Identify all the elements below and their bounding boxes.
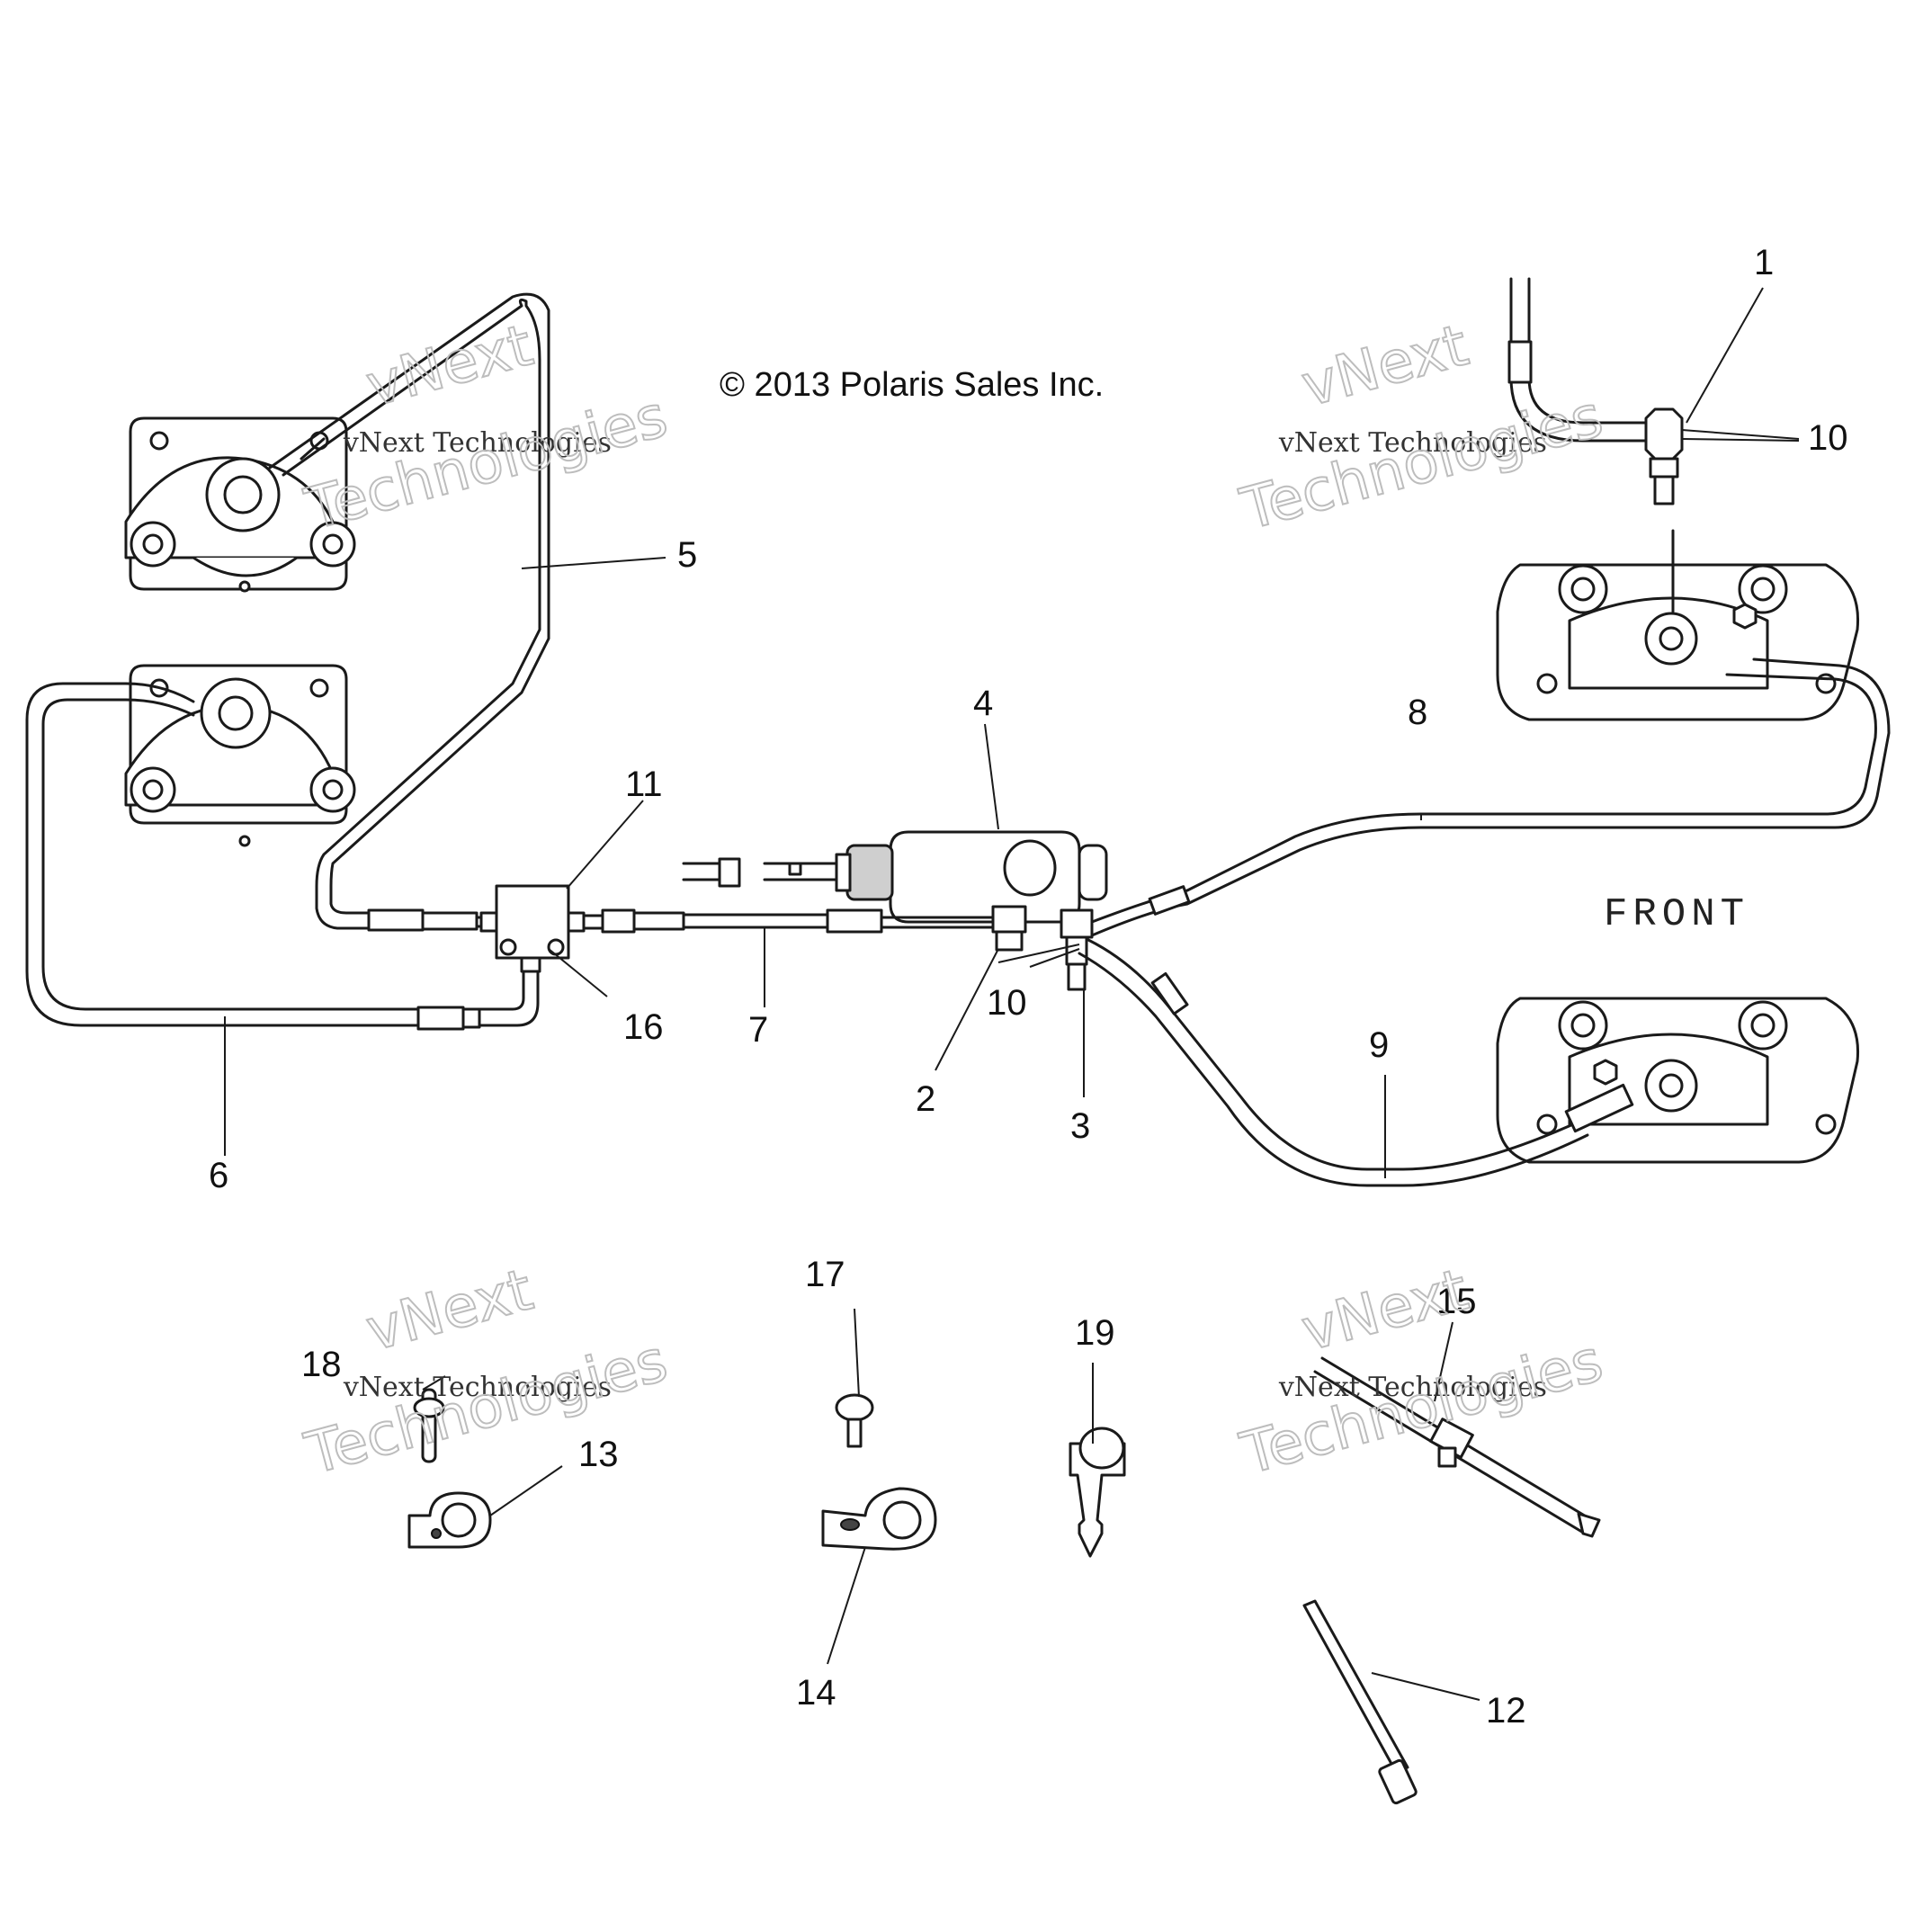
callout-labels: 1 2 3 4 5 6 7 8 9 10 10 11 12 13 14 15 1… bbox=[209, 243, 1848, 1731]
callout-12: 12 bbox=[1486, 1691, 1526, 1731]
watermark-top-right: vNext vNext Technologies Technologies bbox=[1233, 311, 1610, 544]
svg-text:Technologies: Technologies bbox=[1234, 1328, 1609, 1488]
cable-tie-mount-15 bbox=[1313, 1356, 1601, 1538]
callout-9: 9 bbox=[1369, 1025, 1389, 1065]
callout-7: 7 bbox=[748, 1010, 768, 1050]
svg-text:vNext: vNext bbox=[1295, 312, 1475, 420]
clamp-13 bbox=[407, 1491, 492, 1549]
brake-tee-block bbox=[479, 884, 586, 973]
brake-line-5 bbox=[300, 437, 326, 461]
svg-text:vNext: vNext bbox=[360, 312, 540, 420]
brake-line-7 bbox=[582, 914, 604, 930]
master-cylinder bbox=[682, 830, 1108, 924]
front-direction-label: FRONT bbox=[1604, 892, 1749, 937]
callout-18: 18 bbox=[301, 1345, 342, 1384]
leader-lines bbox=[224, 287, 1800, 1701]
svg-text:vNext: vNext bbox=[1295, 1257, 1475, 1364]
rear-caliper-lower bbox=[124, 664, 356, 847]
brake-line-9 bbox=[1087, 938, 1585, 1171]
front-caliper-lower bbox=[1496, 997, 1860, 1164]
watermark-bottom-right: vNext vNext Technologies Technologies bbox=[1233, 1256, 1610, 1489]
callout-10-center: 10 bbox=[987, 983, 1027, 1023]
svg-text:vNext Technologies: vNext Technologies bbox=[343, 427, 612, 459]
callout-8: 8 bbox=[1408, 693, 1427, 732]
callout-1: 1 bbox=[1754, 243, 1774, 282]
svg-text:Technologies: Technologies bbox=[1234, 383, 1609, 543]
callout-2: 2 bbox=[916, 1079, 935, 1119]
screw-17 bbox=[835, 1393, 874, 1448]
svg-text:vNext Technologies: vNext Technologies bbox=[1278, 427, 1547, 459]
rear-caliper-upper bbox=[124, 416, 356, 593]
rivet-18 bbox=[413, 1388, 445, 1463]
hose-end-fitting bbox=[1507, 277, 1684, 613]
svg-text:vNext Technologies: vNext Technologies bbox=[343, 1372, 612, 1403]
callout-3: 3 bbox=[1070, 1106, 1090, 1146]
grommet-19 bbox=[1069, 1427, 1126, 1558]
svg-text:vNext: vNext bbox=[360, 1257, 540, 1364]
callout-10-top: 10 bbox=[1808, 418, 1848, 458]
watermark-top-left: vNext vNext Technologies Technologies bbox=[298, 311, 675, 544]
callout-6: 6 bbox=[209, 1156, 228, 1195]
callout-4: 4 bbox=[973, 684, 993, 723]
cable-tie-12 bbox=[1302, 1599, 1418, 1805]
copyright-text: © 2013 Polaris Sales Inc. bbox=[720, 366, 1104, 404]
callout-19: 19 bbox=[1075, 1313, 1115, 1353]
callout-15: 15 bbox=[1436, 1282, 1477, 1321]
clamp-14 bbox=[821, 1487, 937, 1551]
callout-11: 11 bbox=[625, 765, 663, 804]
fitting-2 bbox=[991, 905, 1027, 952]
callout-16: 16 bbox=[623, 1007, 664, 1047]
svg-text:vNext Technologies: vNext Technologies bbox=[1278, 1372, 1547, 1403]
front-caliper-upper bbox=[1496, 563, 1860, 721]
callout-5: 5 bbox=[677, 535, 697, 575]
callout-13: 13 bbox=[578, 1435, 619, 1474]
callout-17: 17 bbox=[805, 1255, 845, 1294]
fitting-3 bbox=[1060, 908, 1094, 991]
callout-14: 14 bbox=[796, 1673, 836, 1713]
brake-line-6 bbox=[25, 682, 425, 1027]
